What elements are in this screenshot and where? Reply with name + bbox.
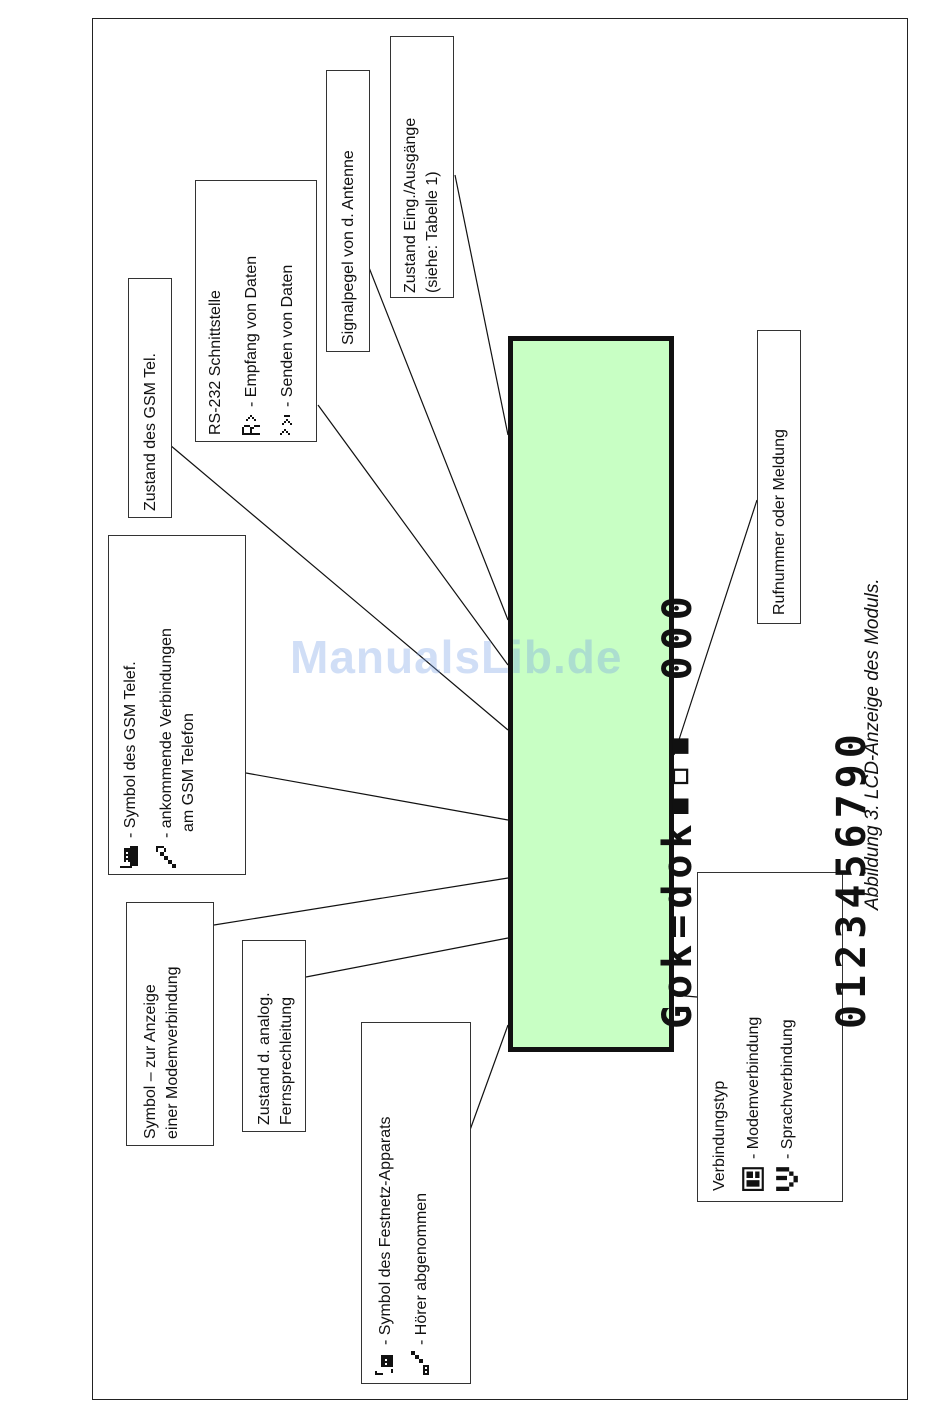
gsm-incoming-icon: [156, 846, 176, 868]
line-number: [673, 499, 758, 756]
rs232-title: RS-232 Schnittstelle: [206, 290, 224, 435]
lcd-display: Gok=dok▪▫▪000 0123456790: [508, 336, 875, 1052]
lcd-line-1-tail: 000: [655, 590, 701, 681]
line-conn-type: [673, 994, 698, 998]
figure-caption: Abbildung 3. LCD-Anzeige des Moduls.: [862, 578, 883, 910]
rs232-rx-label: - Empfang von Daten: [242, 255, 260, 407]
label-box-modem-symbol: Symbol – zur Anzeige einer Modemverbindu…: [126, 902, 214, 1146]
line-analog: [305, 937, 509, 978]
diagram-frame: [92, 18, 908, 1400]
line-signal: [367, 264, 509, 621]
line-rs232: [317, 404, 509, 666]
lcd-line-1-main: Gok=dok: [655, 818, 701, 1029]
io-state-label-2: (siehe: Tabelle 1): [423, 171, 441, 293]
conn-type-label: Verbindungstyp: [710, 1080, 728, 1191]
modem-symbol-label-1: Symbol – zur Anzeige: [141, 984, 159, 1139]
line-gsm-symbol: [245, 772, 509, 821]
rs232-rx-icon: [242, 415, 260, 435]
handset-off-icon: [411, 1351, 429, 1375]
modem-symbol-label-2: einer Modemverbindung: [163, 966, 181, 1139]
label-box-gsm-state: Zustand des GSM Tel.: [128, 278, 172, 518]
landline-phone-icon: [375, 1355, 393, 1375]
rs232-tx-icon: [280, 415, 292, 435]
analog-label-1: Zustand d. analog.: [255, 992, 273, 1125]
lcd-status-icons: ▪▫▪: [655, 728, 701, 819]
watermark: ManualsLib.de: [290, 631, 623, 683]
signal-label: Signalpegel von d. Antenne: [339, 150, 357, 345]
conn-modem-label: - Modemverbindung: [744, 1016, 762, 1159]
voice-conn-icon: [776, 1167, 798, 1191]
gsm-incoming-label-2: am GSM Telefon: [179, 713, 197, 832]
conn-voice-label: - Sprachverbindung: [778, 1019, 796, 1159]
landline-symbol-label: - Symbol des Festnetz-Apparats: [376, 1116, 394, 1345]
line-io-state: [454, 174, 509, 436]
gsm-state-label: Zustand des GSM Tel.: [141, 353, 159, 511]
lcd-line-1: Gok=dok▪▫▪ 000: [649, 590, 707, 1029]
modem-conn-icon: [742, 1167, 764, 1191]
analog-label-2: Fernsprechleitung: [277, 996, 295, 1125]
gsm-symbol-label: - Symbol des GSM Telef.: [121, 661, 139, 838]
handset-off-label: - Hörer abgenommen: [412, 1192, 430, 1345]
label-box-io-state: Zustand Eing./Ausgänge (siehe: Tabelle 1…: [390, 36, 454, 298]
label-box-conn-type: Verbindungstyp - Modemverbindung - Sprac…: [697, 872, 843, 1202]
label-box-number: Rufnummer oder Meldung: [757, 330, 801, 624]
line-modem-symbol: [213, 877, 509, 926]
label-box-analog: Zustand d. analog. Fernsprechleitung: [242, 940, 306, 1132]
gsm-phone-icon: [120, 846, 138, 868]
line-gsm-state: [169, 444, 509, 731]
io-state-label-1: Zustand Eing./Ausgänge: [401, 117, 419, 293]
line-landline: [469, 1024, 509, 1131]
label-box-gsm-symbol: - Symbol des GSM Telef. - ankommende Ver…: [108, 535, 246, 875]
label-box-signal: Signalpegel von d. Antenne: [326, 70, 370, 352]
gsm-incoming-label-1: - ankommende Verbindungen: [157, 628, 175, 838]
label-box-landline: - Symbol des Festnetz-Apparats - Hörer a…: [361, 1022, 471, 1384]
label-box-rs232: RS-232 Schnittstelle - Empfang von Daten…: [195, 180, 317, 442]
number-label: Rufnummer oder Meldung: [770, 429, 788, 615]
rs232-tx-label: - Senden von Daten: [278, 264, 296, 407]
